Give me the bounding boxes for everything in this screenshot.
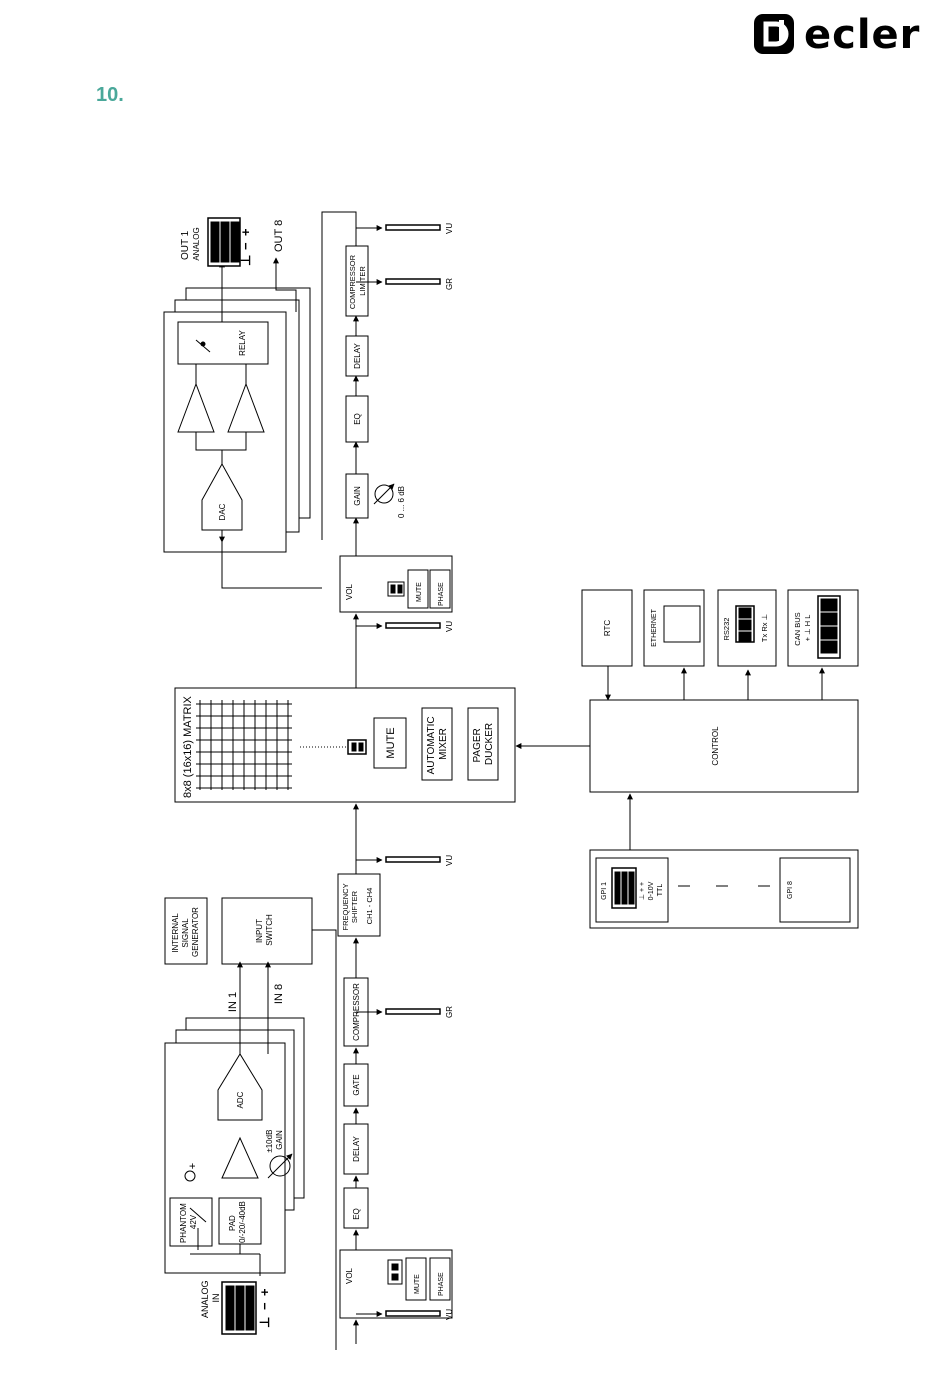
gpi-box (589, 849, 859, 929)
section-number: 10. (96, 84, 124, 106)
ethernet-label: ETHERNET (651, 608, 658, 646)
svg-text:GPI 1 ⊥ + + 0-10V: GPI 1 ⊥ + + 0-10V TTL (601, 880, 664, 901)
ecler-logo: ecler (754, 12, 920, 58)
output-vol-label: VOL (345, 583, 354, 600)
adc-block (217, 1053, 263, 1121)
gpi1-label: GPI 1 (601, 882, 608, 900)
control-label: CONTROL (711, 726, 720, 766)
svg-text:GR: GR (445, 278, 454, 290)
output-gain-label: GAIN (353, 486, 362, 506)
canbus-label: CAN BUS (793, 612, 802, 645)
dac-block (201, 462, 243, 531)
gpi1-box (595, 857, 669, 923)
pager-ducker-label: PAGER (472, 728, 483, 762)
relay-box (177, 321, 269, 365)
svg-text:VU: VU (445, 1309, 454, 1320)
output-mute-label: MUTE (416, 582, 423, 602)
input-switch-box (221, 897, 313, 965)
ethernet-port-icon (663, 605, 701, 643)
input-vol-box (339, 1249, 453, 1319)
out1-label: OUT 1 (180, 230, 191, 260)
gain-knob-icon (269, 1155, 291, 1177)
rs232-box (717, 589, 777, 667)
input-phase-label: PHASE (438, 1272, 445, 1296)
rtc-box (581, 589, 633, 667)
svg-text:VU: VU (445, 621, 454, 632)
output-eq-label: EQ (353, 413, 362, 425)
in1-label: IN 1 (227, 992, 239, 1012)
input-switch-label: INPUT (255, 919, 264, 943)
output-gain-box (345, 473, 369, 519)
input-gate-label: GATE (352, 1074, 361, 1095)
svg-text:INTERNAL SIGNAL GE: INTERNAL SIGNAL GENERATOR (171, 907, 200, 957)
svg-text:VU: VU (445, 855, 454, 866)
input-eq-label: EQ (352, 1208, 361, 1220)
svg-text:AUTOMATIC MIXER: AUTOMATIC MIXER (426, 714, 449, 775)
svg-text:GR: GR (445, 1006, 454, 1018)
canbus-box (787, 589, 859, 667)
preamp-triangle (221, 1136, 259, 1179)
output-delay-label: DELAY (353, 343, 362, 369)
in8-label: IN 8 (273, 984, 285, 1004)
phantom-box (169, 1197, 213, 1247)
gpi8-box (779, 857, 851, 923)
automatic-mixer-box (421, 707, 453, 781)
output-eq-box (345, 395, 369, 443)
out8-label: OUT 8 (273, 220, 285, 252)
pad-label: PAD (228, 1215, 237, 1231)
svg-text:PAD 0/-20/-40dB: PAD 0/-20/-40dB (228, 1201, 247, 1243)
output-delay-box (345, 335, 369, 377)
ethernet-box (643, 589, 705, 667)
freq-shifter-label: FREQUENCY (341, 883, 350, 930)
input-compressor-label: COMPRESSOR (352, 983, 361, 1041)
matrix-mute-label: MUTE (385, 727, 397, 758)
svg-text:CAN BUS + ⊥ H L: CAN BUS + ⊥ H L (793, 610, 812, 645)
svg-text:OUT 1 ANALOG: OUT 1 ANALOG (180, 227, 201, 260)
input-vol-label: VOL (345, 1267, 354, 1284)
comp-limiter-label: COMPRESSOR (348, 254, 357, 309)
matrix-title: 8x8 (16x16) MATRIX (182, 695, 194, 798)
pager-ducker-box (467, 707, 499, 781)
svg-text:RS232 Tx Rx ⊥: RS232 Tx Rx ⊥ (722, 613, 769, 642)
svg-text:+ − ⊥: + − ⊥ (238, 225, 253, 266)
output-vol-box (339, 555, 453, 613)
output-gain-range: 0 ... 6 dB (397, 486, 406, 518)
svg-text:+ − ⊥: + − ⊥ (257, 1285, 272, 1328)
internal-gen-label: INTERNAL (171, 913, 180, 953)
auto-mixer-label: AUTOMATIC (426, 716, 437, 774)
adc-label: ADC (236, 1091, 245, 1108)
compressor-limiter-box (345, 245, 369, 317)
gain-label: ±10dB (265, 1130, 274, 1153)
svg-text:+: + (187, 1163, 199, 1169)
svg-text:PAGER DUCKER: PAGER DUCKER (472, 723, 495, 765)
input-delay-label: DELAY (352, 1136, 361, 1162)
matrix-grid (196, 700, 292, 790)
svg-text:FREQUENCY SHIFTER: FREQUENCY SHIFTER CH1 - CH4 (341, 881, 374, 930)
svg-text:ecler: ecler (804, 12, 920, 58)
svg-text:COMPRESSOR LIMITER: COMPRESSOR LIMITER (348, 253, 367, 309)
output-phase-label: PHASE (438, 582, 445, 606)
matrix-box (174, 687, 516, 803)
control-box (589, 699, 859, 793)
gpi8-label: GPI 8 (787, 881, 794, 899)
analog-in-label: ANALOG (200, 1281, 210, 1319)
labels: ANALOG IN + − ⊥ PHANTOM 42V PAD 0/-20/-4… (171, 220, 812, 1328)
svg-text:VU: VU (445, 223, 454, 234)
internal-signal-generator-box (164, 897, 208, 965)
input-eq-box (343, 1187, 369, 1229)
input-mute-label: MUTE (414, 1274, 421, 1294)
dac-label: DAC (218, 503, 227, 520)
svg-text:PHANTOM 42V: PHANTOM 42V (179, 1201, 198, 1243)
rs232-label: RS232 (722, 618, 731, 641)
relay-label: RELAY (238, 330, 247, 356)
rtc-label: RTC (603, 620, 612, 637)
frequency-shifter-box (337, 873, 381, 937)
svg-text:INPUT SWITCH: INPUT SWITCH (255, 914, 274, 946)
matrix-mute-box (373, 717, 407, 769)
svg-text:±10dB GAIN: ±10dB GAIN (265, 1127, 284, 1152)
phantom-label: PHANTOM (179, 1203, 188, 1243)
svg-text:ANALOG IN: ANALOG IN (200, 1278, 221, 1318)
